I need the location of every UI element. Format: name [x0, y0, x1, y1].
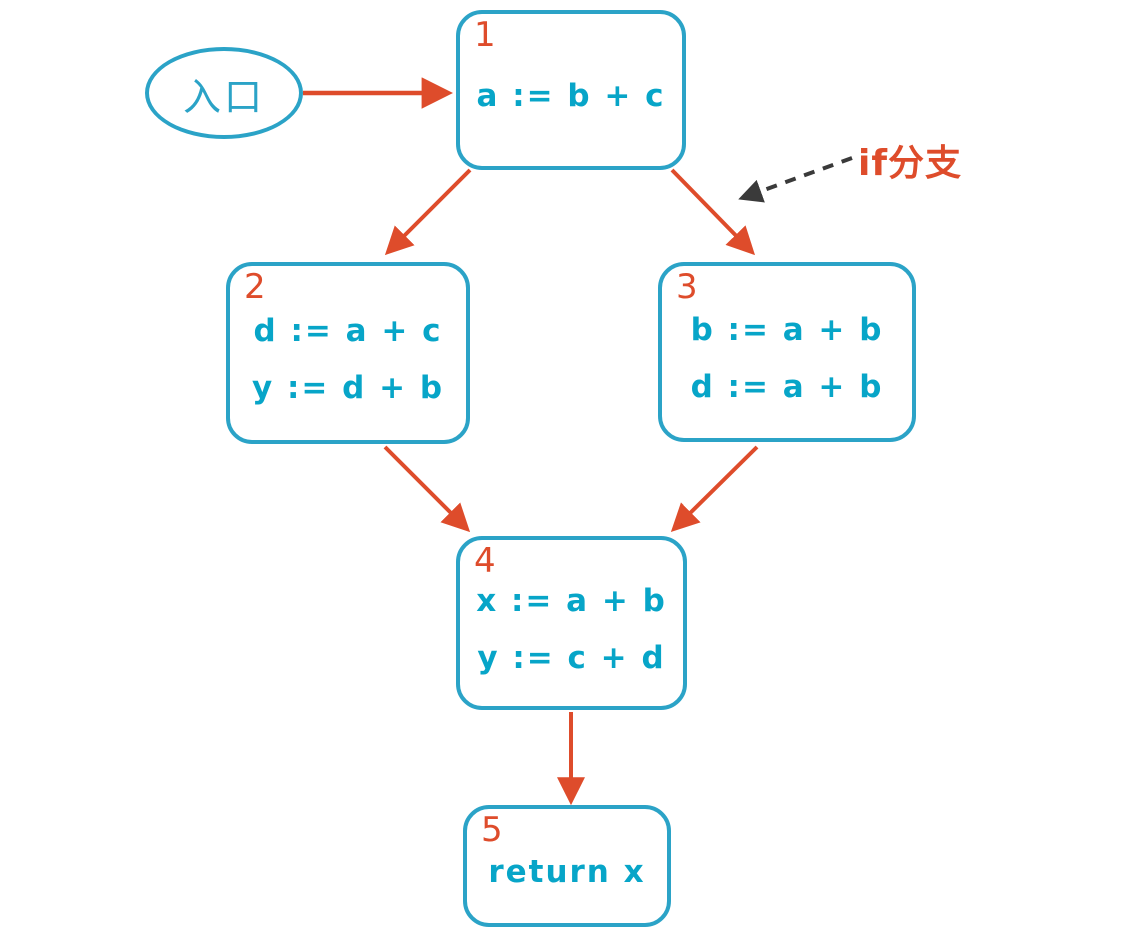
basic-block-4-code: x := a + b y := c + d [460, 540, 683, 706]
basic-block-3-number: 3 [676, 267, 698, 307]
basic-block-2-number: 2 [244, 267, 266, 307]
code-line: return x [488, 854, 646, 891]
basic-block-2[interactable]: 2 d := a + c y := d + b [226, 262, 470, 444]
code-line: b := a + b [690, 311, 884, 348]
edge-1-to-3 [670, 168, 756, 256]
edge-2-to-4 [383, 445, 471, 533]
code-line: d := a + c [253, 312, 443, 349]
code-line: y := c + d [477, 640, 666, 676]
code-line: a := b + c [476, 78, 666, 115]
basic-block-1-code: a := b + c [460, 14, 682, 166]
edge-1-to-2 [384, 168, 472, 256]
basic-block-3[interactable]: 3 b := a + b d := a + b [658, 262, 916, 442]
entry-node[interactable]: 入口 [145, 47, 303, 139]
annotation-pointer-dashed-arrow [738, 156, 853, 203]
code-line: d := a + b [690, 369, 884, 405]
code-line: y := d + b [251, 370, 445, 406]
basic-block-3-code: b := a + b d := a + b [662, 266, 912, 438]
basic-block-1[interactable]: 1 a := b + c [456, 10, 686, 170]
basic-block-1-number: 1 [474, 15, 496, 55]
basic-block-5[interactable]: 5 return x [463, 805, 671, 927]
entry-node-label: 入口 [182, 74, 265, 119]
basic-block-5-code: return x [467, 809, 667, 923]
if-branch-annotation: if分支 [858, 143, 963, 184]
code-line: x := a + b [476, 582, 667, 619]
edge-3-to-4 [670, 445, 759, 533]
basic-block-2-code: d := a + c y := d + b [230, 266, 466, 440]
basic-block-4[interactable]: 4 x := a + b y := c + d [456, 536, 687, 710]
basic-block-5-number: 5 [481, 810, 503, 850]
basic-block-4-number: 4 [474, 541, 496, 581]
